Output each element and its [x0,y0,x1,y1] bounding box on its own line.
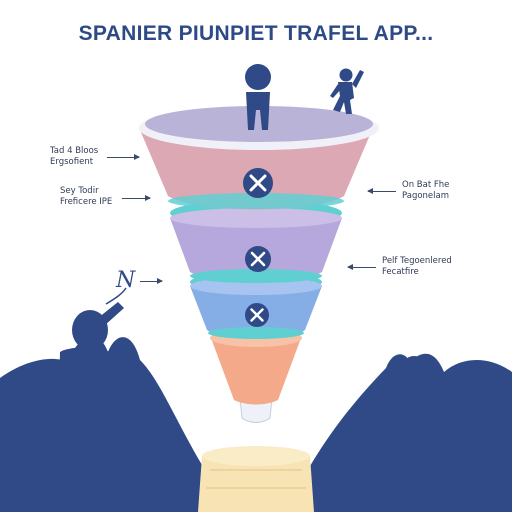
annotation-line: Pagonelam [402,191,450,201]
page-title: SPANIER PIUNPIET TRAFEL APP... [78,22,434,45]
annotation-line: On Bat Fhe [402,180,450,190]
annotation-left-top: Tad 4 Bloos Ergsofient [50,146,98,168]
x-circle-icon [245,303,269,327]
annotation-left-mid: Sey Todir Freficere IPE [60,186,112,208]
arrow-right [140,278,163,284]
x-circle-icon [243,168,273,198]
annotation-right-top: On Bat Fhe Pagonelam [402,180,449,202]
silhouette-icon [384,356,446,440]
doodle-scribble: N [105,268,136,305]
arrow-left [347,264,376,270]
annotation-line: Fecatfire [382,267,419,277]
annotation-line: Freficere IPE [60,197,113,207]
funnel-tier-4 [210,329,302,405]
funnel-base [198,446,314,512]
person-icon [245,64,271,130]
arrow-right [107,154,140,160]
arrow-left [367,188,396,194]
annotation-line: Tad 4 Bloos [50,146,99,156]
silhouette-icon [94,371,134,440]
annotation-line: Ergsofient [50,157,94,167]
x-circle-icon [245,246,271,272]
annotation-right-mid: Pelf Tegoenlered Fecatfire [382,256,452,278]
funnel-top-disc [139,106,379,150]
arrow-right [122,195,151,201]
doodle-letter: N [115,268,136,293]
annotation-line: Pelf Tegoenlered [382,256,452,266]
annotation-line: Sey Todir [60,186,99,196]
waving-person-icon [330,68,364,114]
funnel-tip [239,397,273,423]
silhouette-icon [362,381,398,440]
